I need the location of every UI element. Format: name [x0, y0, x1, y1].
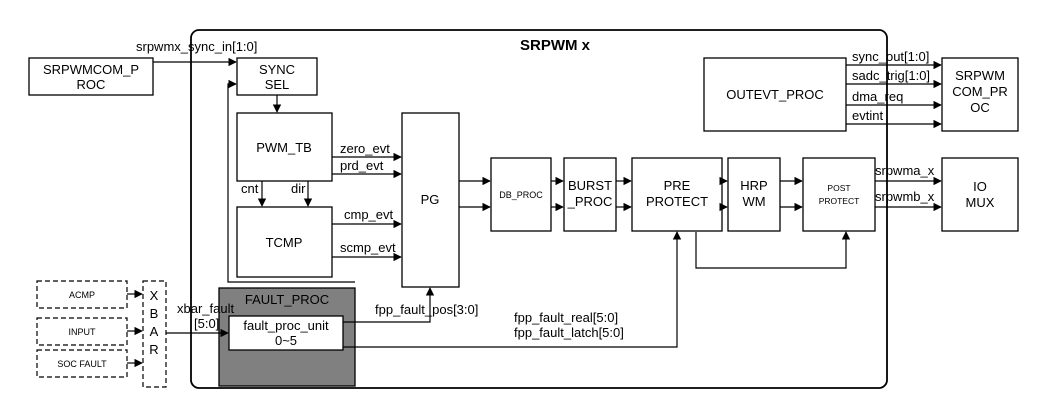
xbar-letter-b: B [150, 306, 159, 321]
sync-sel-line2: SEL [265, 77, 290, 92]
xbar-fault-width-label: [5:0] [194, 316, 219, 331]
acmp-label: ACMP [69, 290, 95, 300]
cmp-evt-label: cmp_evt [344, 207, 394, 222]
fpp-fault-latch-label: fpp_fault_latch[5:0] [514, 325, 624, 340]
fpp-fault-real-wire [343, 231, 682, 348]
burst-proc-line1: BURST [568, 178, 612, 193]
db-proc-label: DB_PROC [499, 190, 543, 200]
fault-proc-unit-line2: 0~5 [275, 333, 297, 348]
sync-out-label: sync_out[1:0] [852, 49, 929, 64]
soc-fault-source-block: SOC FAULT [36, 349, 128, 378]
srpwmcom-proc-right-block: SRPWM COM_PR OC [941, 57, 1019, 132]
io-mux-line1: IO [973, 179, 987, 194]
db-proc-block: DB_PROC [490, 157, 552, 232]
sync-feedback-wire [227, 79, 355, 283]
srpwmcom-right-line3: OC [970, 100, 990, 115]
input-source-block: INPUT [36, 317, 128, 346]
io-mux-line2: MUX [966, 195, 995, 210]
input-label: INPUT [69, 327, 97, 337]
srpwma-label: srpwma_x [875, 163, 935, 178]
pre-protect-line1: PRE [664, 178, 691, 193]
sync-sel-line1: SYNC [259, 62, 295, 77]
acmp-source-block: ACMP [36, 280, 128, 309]
burst-proc-line2: _PROC [567, 194, 613, 209]
cnt-label: cnt [241, 181, 259, 196]
srpwm-x-title: SRPWM x [520, 37, 591, 54]
xbar-block: X B A R [142, 280, 167, 388]
dir-label: dir [291, 181, 306, 196]
evtint-label: evtint [852, 108, 883, 123]
srpwmcom-right-line1: SRPWM [955, 68, 1005, 83]
xbar-letter-a: A [150, 324, 159, 339]
srpwmcom-proc-left-block: SRPWMCOM_P ROC [28, 57, 154, 96]
dma-req-label: dma_req [852, 89, 903, 104]
srpwmcom-left-line2: ROC [77, 77, 106, 92]
prd-evt-label: prd_evt [340, 158, 384, 173]
burst-proc-block: BURST _PROC [563, 157, 617, 232]
hrpwm-line2: WM [742, 194, 765, 209]
tcmp-label: TCMP [266, 235, 303, 250]
pre-protect-block: PRE PROTECT [631, 157, 723, 232]
outevt-proc-label: OUTEVT_PROC [726, 87, 824, 102]
pwm-tb-block: PWM_TB [236, 112, 333, 182]
fpp-fault-real-label: fpp_fault_real[5:0] [514, 310, 618, 325]
scmp-evt-label: scmp_evt [340, 240, 396, 255]
fault-proc-unit-line1: fault_proc_unit [243, 318, 329, 333]
srpwmcom-left-line1: SRPWMCOM_P [43, 62, 139, 77]
srpwmb-label: srpwmb_x [875, 189, 935, 204]
sync-sel-block: SYNC SEL [236, 57, 318, 96]
outevt-proc-block: OUTEVT_PROC [703, 57, 847, 132]
sync-in-label: srpwmx_sync_in[1:0] [136, 39, 257, 54]
pg-block: PG [401, 112, 460, 288]
tcmp-block: TCMP [236, 206, 333, 278]
fault-proc-label: FAULT_PROC [245, 292, 329, 307]
soc-fault-label: SOC FAULT [57, 359, 107, 369]
srpwmcom-right-line2: COM_PR [952, 84, 1008, 99]
post-protect-block: POST PROTECT [802, 157, 876, 232]
post-protect-line2: PROTECT [819, 196, 860, 206]
hrpwm-line1: HRP [740, 178, 767, 193]
fpp-fault-pos-wire [343, 287, 435, 323]
post-protect-line1: POST [827, 183, 850, 193]
srpwm-x-container [190, 29, 888, 389]
sadc-trig-label: sadc_trig[1:0] [852, 68, 930, 83]
pg-label: PG [421, 192, 440, 207]
fpp-fault-pos-label: fpp_fault_pos[3:0] [375, 302, 478, 317]
protect-loop-wire [695, 231, 851, 269]
pwm-tb-label: PWM_TB [256, 140, 312, 155]
fault-proc-block: FAULT_PROC fault_proc_unit 0~5 [218, 287, 356, 387]
xbar-letter-r: R [149, 342, 158, 357]
pre-protect-line2: PROTECT [646, 194, 708, 209]
zero-evt-label: zero_evt [340, 141, 390, 156]
io-mux-block: IO MUX [941, 157, 1019, 232]
hrpwm-block: HRP WM [727, 157, 781, 232]
xbar-fault-label: xbar_fault [177, 301, 234, 316]
xbar-letter-x: X [150, 288, 159, 303]
